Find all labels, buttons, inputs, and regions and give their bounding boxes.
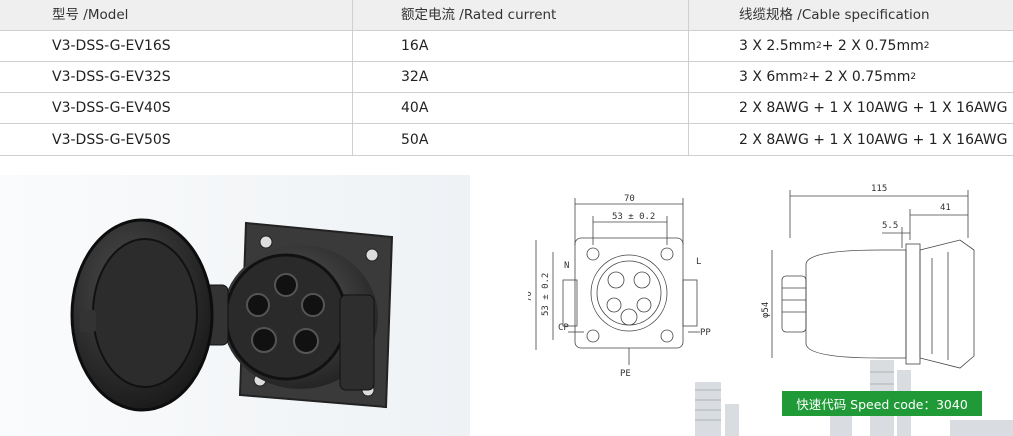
- pin-pp-label: PP: [700, 328, 711, 338]
- model-cell: V3-DSS-G-EV50S: [52, 131, 171, 148]
- pin-cp-label: CP: [558, 323, 569, 333]
- flange-dim-label: 5.5: [882, 221, 898, 231]
- front-view-drawing: 70 53 ± 0.2 70 53 ± 0.2 N L CP PP PE: [528, 194, 711, 379]
- current-cell: 50A: [352, 124, 688, 155]
- cable-part: + 2 X 0.75mm: [808, 69, 911, 85]
- cable-cell: 2 X 8AWG + 1 X 10AWG + 1 X 16AWG: [688, 93, 1013, 123]
- pin-l-label: L: [696, 257, 701, 267]
- length-dim-label: 115: [871, 184, 887, 194]
- pin-hole: [293, 328, 319, 354]
- current-cell: 32A: [352, 62, 688, 92]
- superscript: 2: [815, 40, 822, 51]
- depth-dim-label: 41: [940, 203, 951, 213]
- cable-part: 3 X 2.5mm: [739, 38, 816, 54]
- height-dim-label: 70: [528, 291, 534, 302]
- pin-pe-label: PE: [620, 369, 631, 379]
- superscript: 2: [910, 71, 917, 82]
- superscript: 2: [923, 40, 930, 51]
- header-rated-current: 额定电流 /Rated current: [352, 0, 688, 30]
- product-photo: [0, 175, 470, 436]
- cable-part: 3 X 6mm: [739, 69, 803, 85]
- model-cell: V3-DSS-G-EV32S: [52, 69, 171, 85]
- table-row: V3-DSS-G-EV50S 50A 2 X 8AWG + 1 X 10AWG …: [0, 124, 1013, 156]
- cable-part: + 2 X 0.75mm: [821, 38, 924, 54]
- pin-hole: [251, 327, 277, 353]
- cable-cell: 2 X 8AWG + 1 X 10AWG + 1 X 16AWG: [688, 124, 1013, 155]
- pin-hole: [246, 293, 270, 317]
- current-cell: 16A: [352, 31, 688, 61]
- pin-hole: [274, 273, 298, 297]
- hole-spacing-v-label: 53 ± 0.2: [541, 273, 551, 316]
- table-header: 型号 /Model 额定电流 /Rated current 线缆规格 /Cabl…: [0, 0, 1013, 31]
- hole-spacing-label: 53 ± 0.2: [612, 212, 655, 222]
- width-dim-label: 70: [624, 194, 635, 204]
- socket-body: [222, 245, 378, 391]
- speed-code-badge: 快速代码 Speed code：3040: [782, 391, 982, 416]
- model-cell: V3-DSS-G-EV16S: [52, 38, 171, 54]
- flip-cap: [70, 218, 214, 412]
- header-cable-spec: 线缆规格 /Cable specification: [688, 0, 1013, 30]
- current-cell: 40A: [352, 93, 688, 123]
- diameter-dim-label: φ54: [761, 302, 771, 318]
- pin-hole: [301, 293, 325, 317]
- table-row: V3-DSS-G-EV40S 40A 2 X 8AWG + 1 X 10AWG …: [0, 93, 1013, 124]
- pin-n-label: N: [564, 261, 569, 271]
- model-cell: V3-DSS-G-EV40S: [52, 100, 171, 116]
- socket-illustration: [70, 218, 394, 412]
- header-model: 型号 /Model: [52, 7, 129, 24]
- side-view-drawing: 115 41 5.5 φ54: [761, 184, 975, 369]
- superscript: 2: [802, 71, 809, 82]
